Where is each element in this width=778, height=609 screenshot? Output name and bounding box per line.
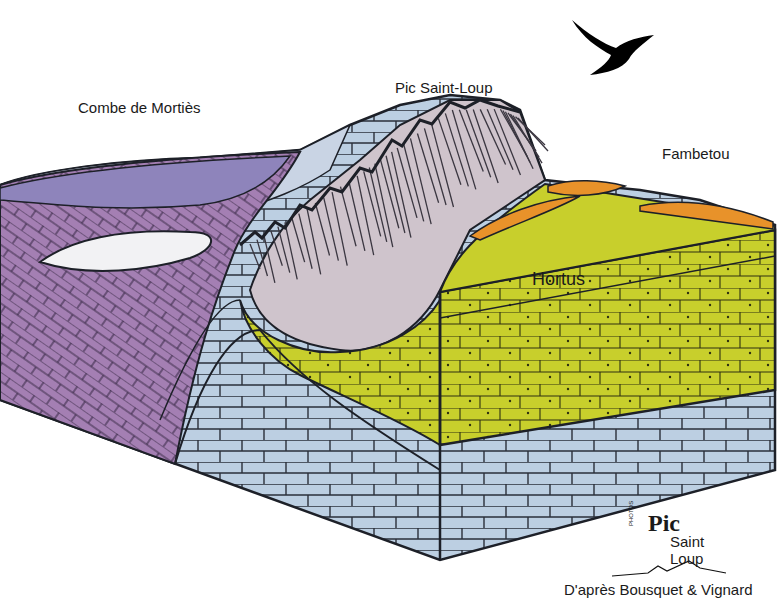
cliff-striation [264, 235, 275, 283]
cliff-striation [357, 176, 374, 255]
cliff-striation [278, 227, 290, 273]
cliff-striation [292, 218, 305, 262]
cliff-striation [340, 187, 356, 247]
place-label: Hortus [532, 270, 585, 290]
place-label: Fambetou [662, 146, 730, 163]
cliff-striation [410, 138, 431, 224]
cliff-striation [518, 118, 548, 151]
logo-text: PHOTOS [628, 501, 635, 526]
cliff-striation [459, 110, 483, 172]
logo-text: Pic [648, 510, 680, 536]
cliff-striation [250, 244, 260, 269]
cliff-striation [480, 109, 505, 164]
place-label: Pic Saint-Loup [395, 80, 493, 97]
cliff-striation [431, 123, 453, 207]
cliff-striation [324, 198, 339, 261]
cliff-striation [375, 164, 393, 248]
logo-text: Saint [670, 534, 704, 551]
place-label: Combe de Mortiès [78, 100, 201, 117]
logo-text: Loup [670, 551, 703, 568]
cliff-striation [307, 208, 321, 274]
cliff-striation [349, 181, 365, 251]
credit-note: D'après Bousquet & Vignard [564, 582, 753, 599]
cliff-striation [466, 110, 490, 178]
